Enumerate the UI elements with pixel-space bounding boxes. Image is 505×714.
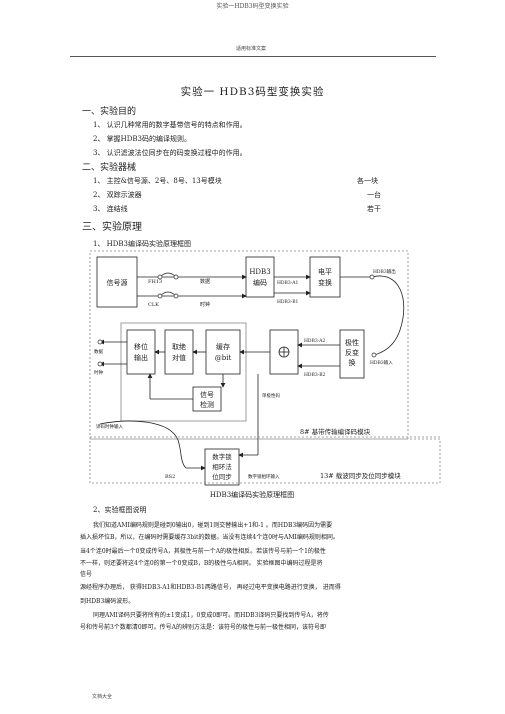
block-buffer-l1: 缓存	[216, 342, 230, 351]
equipment-qty: 一台	[367, 191, 381, 199]
paragraph-line: 同理AMI译码只要将所有的±1变成1，0变成0即可。而HDB3译码只要找到传号A…	[93, 612, 329, 619]
block-buffer-l2: @bit	[215, 354, 232, 362]
goal-item: 3、 认识滤波法位同步在的码变换过程中的作用。	[93, 149, 247, 157]
header-label: 适用标准文案	[236, 46, 267, 52]
block-signal-source: 信号源	[107, 278, 128, 287]
polarity-box	[339, 329, 365, 379]
block-dpll-l2: 相环法	[212, 462, 232, 471]
block-dpll-l3: 位同步	[212, 472, 232, 481]
footer-label: 文档大全	[92, 694, 113, 700]
paragraph-line: 我们知道AMI编码规则是碰到0输出0，碰到1则交替输出+1和-1 。而HDB3编…	[93, 522, 333, 529]
header-rule	[70, 56, 436, 57]
label-hdb3-a2: HDB3-A2	[304, 338, 325, 344]
block-abs-l1: 取绝	[172, 342, 186, 351]
block-dpll-l1: 数字锁	[212, 452, 232, 461]
paragraph-line: 当4个连0时最后一个0变成传号A，其极性与前一个A的极性相反。若该传号与前一个1…	[80, 548, 326, 555]
equipment-qty: 若干	[367, 205, 381, 213]
block-signal-detect-l2: 检测	[200, 400, 214, 409]
equipment-item: 1、 主控&信号源、2号、8号、13号模块	[93, 177, 222, 185]
label-decode-clock-in: 译码时钟输入	[96, 423, 123, 430]
label-fh13: FH13	[148, 279, 162, 285]
encoder-box	[245, 256, 275, 298]
block-abs-l2: 对值	[172, 353, 186, 362]
label-module-13: 13# 载波同步及位同步模块	[320, 471, 401, 480]
label-hdb3-b1: HDB3-B1	[277, 299, 299, 305]
paragraph-line: 不一样，则还要将这4个连0的第一个0变成B，B的极性与A相同。 实验框图中编码过…	[80, 560, 323, 567]
block-shift-output-l1: 移位	[134, 342, 148, 351]
label-single-polarity: 单极性码	[262, 392, 280, 399]
equipment-item: 2、 双踪示波器	[93, 191, 142, 199]
signal-source-box	[96, 256, 138, 308]
goal-item: 1、 认识几种常用的数字基带信号的特点和作用。	[93, 121, 247, 129]
label-module-8: 8# 基带传输编译码模块	[300, 427, 371, 436]
label-hdb3-a1: HDB3-A1	[277, 280, 298, 286]
section-heading-goals: 一、实验目的	[82, 107, 137, 117]
section-heading-principle: 三、实验原理	[82, 222, 142, 233]
label-clock-in: 时钟	[200, 301, 210, 308]
label-dpll-input: 数字锁相环输入	[248, 473, 280, 480]
label-hdb3-b2: HDB3-B2	[304, 372, 326, 378]
paragraph-line: 信号	[80, 571, 93, 578]
paragraph-line: 插入损坏位B，所以，在编码时需要缓存3bit的数据。当没有连续4个连0时与AMI…	[80, 534, 339, 541]
block-encoder-l1: HDB3	[249, 268, 270, 276]
block-level-shift-l1: 电平	[318, 267, 332, 276]
block-level-shift-l2: 变换	[318, 278, 332, 287]
label-bs2: BS2	[165, 474, 175, 480]
paragraph-line: 号和传号前3个数都清0即可。传号A的辨别方法是：该符号的极性与前一极性相同，该符…	[80, 624, 326, 631]
label-clock-out: 时钟	[94, 369, 103, 376]
paragraph-line: 源经程序办理后， 获得HDB3-A1和HDB3-B1两路信号， 再经过电平变换电…	[80, 584, 341, 591]
shift-output-box	[126, 329, 156, 375]
paragraph-line: 到HDB3编码波形。	[80, 598, 135, 605]
label-data-in: 数据	[200, 278, 210, 285]
level-shift-box	[309, 256, 341, 298]
block-shift-output-l2: 输出	[134, 353, 148, 362]
subheading-explanation: 2、实验框图说明	[93, 506, 147, 514]
equipment-qty: 各一块	[357, 177, 378, 185]
label-hdb3-input: HDB3输入	[370, 359, 393, 366]
label-clk: CLK	[148, 302, 159, 308]
block-polarity-l1: 极性	[345, 338, 359, 347]
block-signal-detect-l1: 信号	[200, 390, 214, 399]
block-encoder-l2: 编码	[253, 278, 267, 287]
block-polarity-l2: 反变	[345, 348, 359, 357]
goal-item: 2、 掌握HDB3码的编译规则。	[93, 135, 191, 143]
browser-title: 实验一HDB3码型变换实验	[216, 3, 289, 10]
label-hdb3-output: HDB3输出	[373, 268, 396, 275]
section-heading-equipment: 二、实验器械	[82, 163, 137, 173]
page-title: 实验一 HDB3码型变换实验	[180, 86, 325, 98]
label-data-out: 数据	[94, 348, 103, 355]
equipment-item: 3、 连结线	[93, 205, 128, 213]
block-polarity-l3: 换	[349, 358, 356, 367]
subheading-block-diagram: 1、 HDB3编译码实验原理框图	[93, 240, 191, 248]
diagram-caption: HDB3编译码实验原理框图	[210, 490, 294, 499]
abs-value-box	[164, 329, 194, 375]
buffer-box	[205, 329, 241, 375]
